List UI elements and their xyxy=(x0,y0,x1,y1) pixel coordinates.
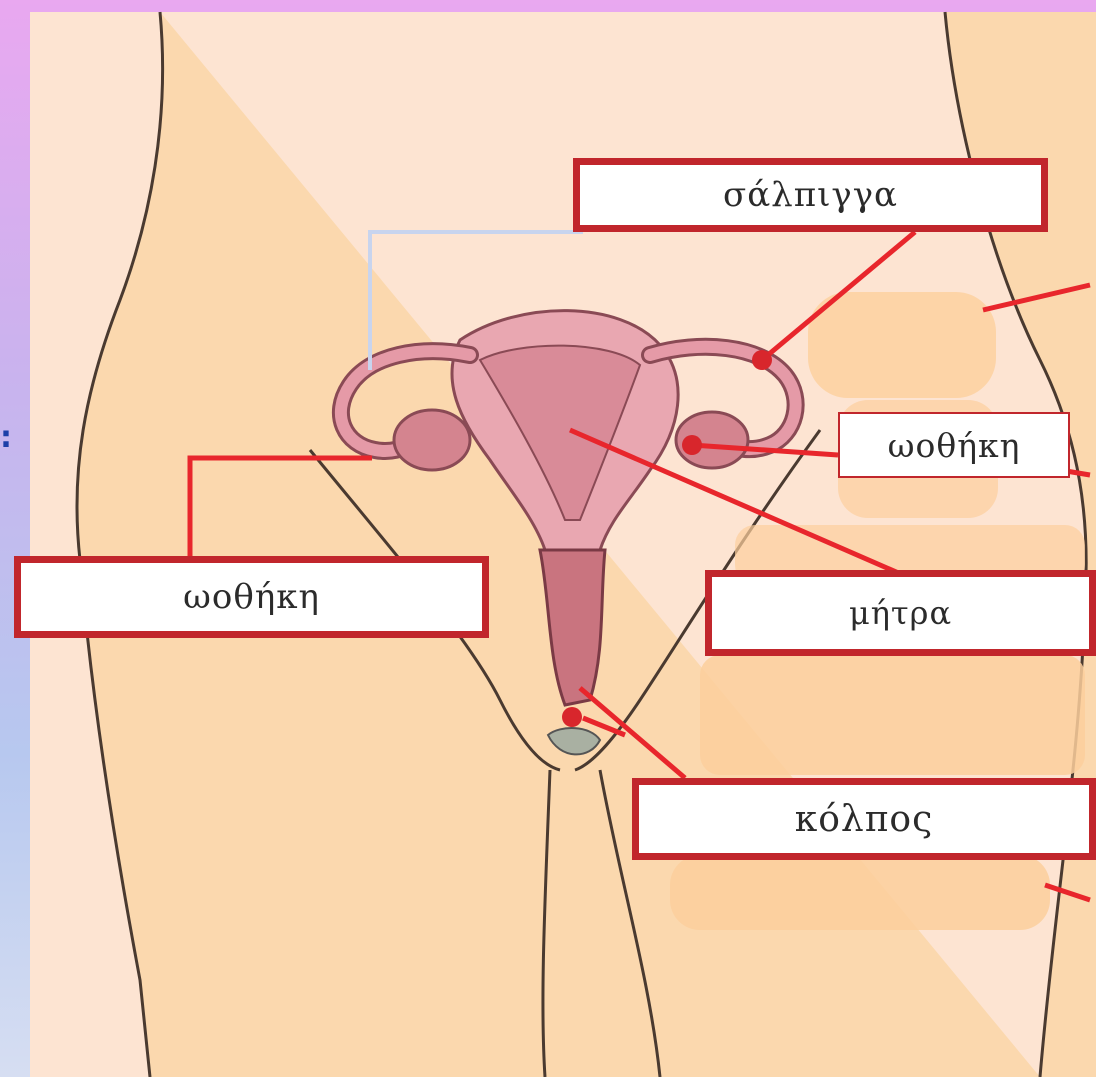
label-ovary-left-text: ωοθήκη xyxy=(183,577,320,617)
label-uterus[interactable]: μήτρα xyxy=(705,570,1096,656)
label-ovary-right-text: ωοθήκη xyxy=(888,426,1021,465)
placeholder-box xyxy=(670,855,1050,930)
side-mark: : xyxy=(0,420,12,455)
label-fallopian-tube-text: σάλπιγγα xyxy=(723,175,898,215)
pointer-dot xyxy=(682,435,702,455)
label-vagina[interactable]: κόλπος xyxy=(632,778,1096,860)
label-uterus-text: μήτρα xyxy=(849,594,952,632)
ovary-left xyxy=(394,410,470,470)
pointer-dot xyxy=(562,707,582,727)
placeholder-box xyxy=(700,655,1085,775)
label-fallopian-tube[interactable]: σάλπιγγα xyxy=(573,158,1048,232)
label-ovary-left[interactable]: ωοθήκη xyxy=(14,556,489,638)
label-vagina-text: κόλπος xyxy=(795,799,934,840)
pointer-dot xyxy=(752,350,772,370)
placeholder-box xyxy=(808,292,996,398)
label-ovary-right[interactable]: ωοθήκη xyxy=(838,412,1070,478)
